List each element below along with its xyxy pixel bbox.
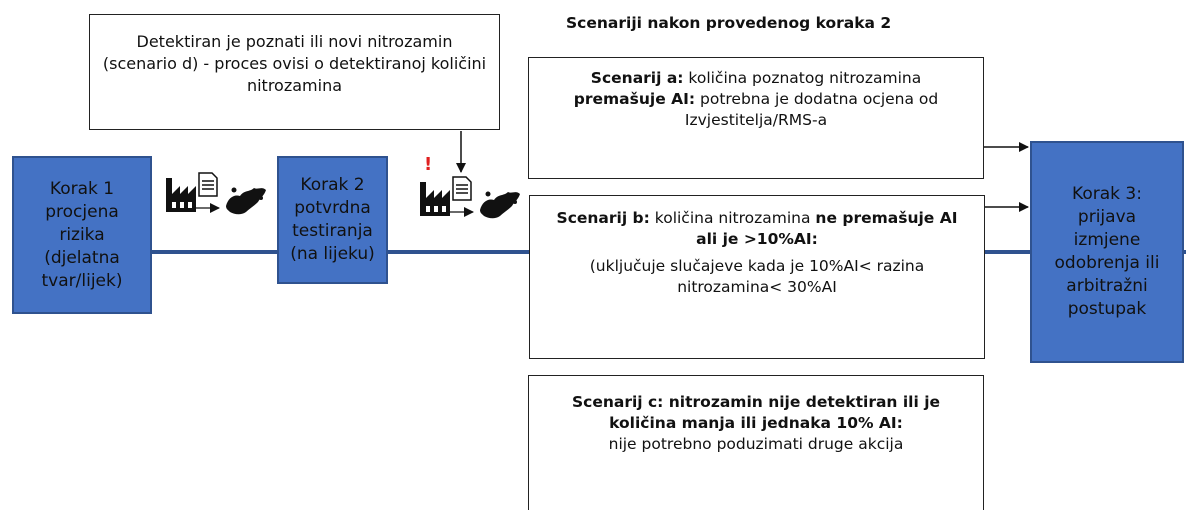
step-2-box: Korak 2 potvrdna testiranja (na lijeku) — [277, 156, 388, 284]
europe-map-icon — [226, 187, 266, 215]
scenario-d-box: Detektiran je poznati ili novi nitrozami… — [89, 14, 500, 130]
factory-icon — [420, 182, 450, 216]
scenario-a-emphasis: premašuje AI: — [573, 90, 696, 108]
factory-icon — [166, 178, 196, 212]
scenario-a-text-1: količina poznatog nitrozamina — [683, 69, 922, 87]
scenario-b-heading: Scenarij b: — [556, 209, 650, 227]
scenario-b-text-2: (uključuje slučajeve kada je 10%AI< razi… — [589, 257, 925, 296]
europe-map-icon — [480, 191, 520, 219]
scenario-a-box: Scenarij a: količina poznatog nitrozamin… — [528, 57, 984, 179]
step-3-label: Korak 3: prijava izmjene odobrenja ili a… — [1054, 184, 1160, 319]
scenario-d-text: Detektiran je poznati ili novi nitrozami… — [102, 32, 487, 95]
scenario-b-box: Scenarij b: količina nitrozamina ne prem… — [529, 195, 985, 359]
warning-mark: ! — [424, 154, 433, 175]
step-1-box: Korak 1 procjena rizika (djelatna tvar/l… — [12, 156, 152, 314]
scenario-c-heading: Scenarij c: nitrozamin nije detektiran i… — [571, 393, 941, 432]
icon-group-2 — [420, 176, 520, 219]
step-1-label: Korak 1 procjena rizika (djelatna tvar/l… — [41, 178, 123, 291]
scenario-c-text: nije potrebno poduzimati druge akcija — [608, 435, 904, 453]
step-2-label: Korak 2 potvrdna testiranja (na lijeku) — [290, 175, 375, 264]
icon-group-1 — [166, 172, 266, 215]
scenario-a-heading: Scenarij a: — [590, 69, 684, 87]
document-icon — [452, 176, 472, 201]
scenario-b-emphasis: ne premašuje AI ali je >10%AI: — [696, 209, 958, 248]
document-icon — [198, 172, 218, 197]
step-3-box: Korak 3: prijava izmjene odobrenja ili a… — [1030, 141, 1184, 363]
scenario-a-text-2: potrebna je dodatna ocjena od Izvjestite… — [684, 90, 939, 129]
scenario-c-box: Scenarij c: nitrozamin nije detektiran i… — [528, 375, 984, 510]
scenario-b-text-1: količina nitrozamina — [649, 209, 816, 227]
scenarios-title: Scenariji nakon provedenog koraka 2 — [566, 14, 892, 32]
timeline-line-right — [1183, 250, 1186, 254]
